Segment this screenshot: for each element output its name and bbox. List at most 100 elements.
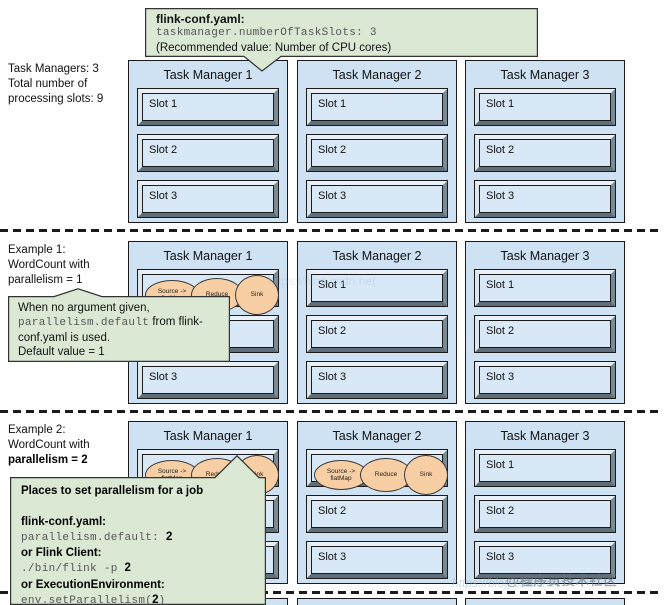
slot-label: Slot 2 <box>486 144 515 156</box>
task-manager-title: Task Manager 2 <box>332 428 422 443</box>
example1-callout: When no argument given,parallelism.defau… <box>18 301 224 359</box>
task-manager-title: Task Manager 3 <box>500 248 590 263</box>
slot-label: Slot 1 <box>318 98 347 110</box>
callout-line: or Flink Client: <box>21 546 257 561</box>
slot-bevel: Slot 3 <box>138 362 278 398</box>
task-manager-box: Task Manager 3 Slot 1 Slot 2 Slot 3 <box>465 421 625 584</box>
callout-text: 2 <box>152 594 159 605</box>
slot-body: Slot 1 <box>311 93 443 121</box>
slot-body: Slot 3 <box>142 366 274 394</box>
slot-bevel: Slot 2 <box>475 135 615 171</box>
operator-label: flatMap <box>330 475 352 482</box>
task-manager-title: Task Manager 1 <box>163 67 253 82</box>
slot: Slot 3 <box>474 541 616 579</box>
example2-label: Example 2: WordCount with parallelism = 2 <box>8 423 90 469</box>
config-callout-code: taskmanager.numberOfTaskSlots: 3 <box>156 26 377 39</box>
slot-bevel: Slot 3 <box>475 181 615 217</box>
task-manager-title: Task Manager 2 <box>332 67 422 82</box>
callout-text: parallelism = 2 <box>8 454 88 467</box>
slot: Slot 1 <box>474 269 616 307</box>
task-manager-title: Task Manager 1 <box>163 428 253 443</box>
slot: Slot 2 <box>306 134 448 172</box>
operator-label: Sink <box>419 471 433 479</box>
slot: Slot 3 <box>306 180 448 218</box>
slot-body: Slot 3 <box>311 366 443 394</box>
separator-dashed-1 <box>0 229 663 232</box>
callout-text: 2 <box>165 530 173 543</box>
callout-text: or Flink Client: <box>21 547 102 560</box>
slot-container: Slot 1 Slot 2 Slot 3 <box>129 88 287 218</box>
slot-label: Slot 3 <box>318 371 347 383</box>
slot: Slot 1 <box>474 88 616 126</box>
slot: Slot 1 <box>306 88 448 126</box>
slot: Slot 2 <box>306 495 448 533</box>
operator-label: Reduce <box>205 291 229 299</box>
slot-body: Slot 1 <box>311 274 443 302</box>
operator-label: Reduce <box>374 471 398 479</box>
config-callout: flink-conf.yaml: taskmanager.numberOfTas… <box>156 12 532 55</box>
slot-body: Slot 3 <box>311 546 443 574</box>
task-manager-box: Task Manager 3 Slot 1 Slot 2 Slot 3 <box>465 60 625 223</box>
callout-line: parallelism.default: 2 <box>21 530 257 546</box>
slot: Slot 3 <box>306 361 448 399</box>
callout-text: env.setParallelism( <box>21 595 153 605</box>
slot-bevel: Slot 2 <box>307 496 447 532</box>
slot-label: Slot 2 <box>486 325 515 337</box>
task-manager-title: Task Manager 3 <box>500 428 590 443</box>
config-callout-title: flink-conf.yaml: <box>156 12 245 26</box>
callout-text: Total number of <box>8 78 88 91</box>
callout-text: Task Managers: 3 <box>8 63 99 75</box>
callout-text: ./bin/flink -p <box>21 563 125 576</box>
slot-body: Slot 2 <box>142 139 274 167</box>
operator-label: Source -> <box>157 467 187 475</box>
example2-callout: Places to set parallelism for a job flin… <box>21 484 257 605</box>
callout-text: parallelism = 1 <box>8 274 83 287</box>
task-manager-box: Task Manager 3 Slot 1 Slot 2 Slot 3 <box>465 241 625 404</box>
callout-line: parallelism.default from flink- <box>18 315 224 331</box>
task-manager-box-partial <box>297 598 457 605</box>
slot-body: Slot 2 <box>311 500 443 528</box>
slot-body: Slot 3 <box>479 185 611 213</box>
slot-container: Slot 1 Slot 2 Slot 3 <box>298 88 456 218</box>
callout-line: ./bin/flink -p 2 <box>21 561 257 577</box>
slot-bevel: Slot 3 <box>475 362 615 398</box>
operator-label: Sink <box>250 291 264 299</box>
slot-label: Slot 2 <box>149 144 178 156</box>
task-manager-title: Task Manager 1 <box>163 248 253 263</box>
slot: Slot 1 <box>306 269 448 307</box>
slot-bevel: Slot 3 <box>138 181 278 217</box>
slot-body: Slot 1 <box>142 93 274 121</box>
operator-label: Source -> <box>157 287 187 295</box>
callout-text: from flink- <box>149 316 203 329</box>
slot-label: Slot 3 <box>486 190 515 202</box>
slot: Source ->flatMap Reduce Sink <box>306 449 448 495</box>
slot-label: Slot 1 <box>318 279 347 291</box>
callout-text: parallelism.default: <box>21 531 166 544</box>
task-manager-box-partial <box>465 598 625 605</box>
slot: Slot 1 <box>474 449 616 487</box>
slot-body: Slot 2 <box>311 320 443 348</box>
slot-bevel: Slot 1 <box>475 450 615 486</box>
slot-bevel: Slot 1 <box>475 270 615 306</box>
callout-text: Example 2: <box>8 424 66 436</box>
callout-text: or ExecutionEnvironment: <box>21 578 165 591</box>
slot-body: Slot 3 <box>479 366 611 394</box>
slot: Slot 3 <box>474 180 616 218</box>
slot-label: Slot 2 <box>318 505 347 517</box>
slot-label: Slot 3 <box>486 551 515 563</box>
callout-text: WordCount with <box>8 439 90 452</box>
callout-text: Default value = 1 <box>18 346 105 359</box>
slot: Slot 3 <box>137 180 279 218</box>
slot-body: Slot 3 <box>311 185 443 213</box>
slot-label: Slot 2 <box>318 144 347 156</box>
operator-oval: Source ->flatMap <box>314 460 368 490</box>
task-manager-title: Task Manager 3 <box>500 67 590 82</box>
slot-label: Slot 2 <box>318 325 347 337</box>
operator-label: Reduce <box>205 471 229 479</box>
callout-line: Total number of <box>8 77 103 92</box>
slot: Slot 2 <box>137 134 279 172</box>
slot-body: Slot 3 <box>142 185 274 213</box>
slot-body: Slot 2 <box>479 500 611 528</box>
